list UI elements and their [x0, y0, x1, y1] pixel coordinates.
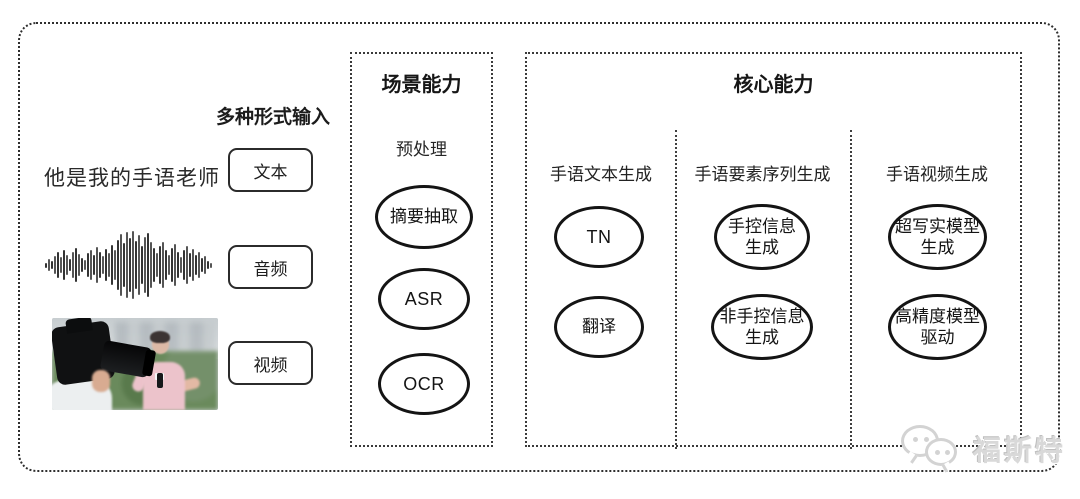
core-column-divider-2	[850, 130, 852, 449]
core-column-header-video-generation: 手语视频生成	[886, 165, 988, 184]
node-ocr: OCR	[378, 353, 470, 415]
node-hyperrealistic-model-generation: 超写实模型 生成	[888, 204, 987, 270]
node-non-manual-info-generation: 非手控信息 生成	[711, 294, 813, 360]
input-type-video-box: 视频	[228, 341, 313, 385]
wechat-eye	[945, 450, 950, 455]
scene-box-subtitle: 预处理	[396, 140, 447, 159]
wechat-icon	[901, 425, 965, 473]
input-type-audio-box: 音频	[228, 245, 313, 289]
core-column-header-element-sequence: 手语要素序列生成	[694, 165, 831, 184]
core-box-title: 核心能力	[733, 74, 814, 96]
core-column-divider-1	[675, 130, 677, 449]
watermark-label: 福斯特	[973, 435, 1067, 466]
wechat-eye	[924, 437, 929, 442]
audio-waveform-icon	[42, 231, 214, 299]
outer-frame	[18, 22, 1060, 472]
input-section-header: 多种形式输入	[216, 107, 331, 128]
input-type-text-box: 文本	[228, 148, 313, 192]
core-column-header-text-generation: 手语文本生成	[550, 165, 652, 184]
photo-microphone	[156, 373, 163, 388]
photo-cameraman-hand	[92, 370, 110, 392]
core-capability-box: 核心能力 手语文本生成 TN 翻译 手语要素序列生成 手控信息 生成 非手控信息…	[525, 52, 1022, 449]
wechat-eye	[913, 437, 918, 442]
node-manual-info-generation: 手控信息 生成	[714, 204, 810, 270]
node-summary-extraction: 摘要抽取	[375, 185, 473, 249]
wechat-bubble-tail	[941, 461, 953, 473]
node-high-precision-model-driving: 高精度模型 驱动	[888, 294, 987, 360]
scene-capability-box: 场景能力 预处理 摘要抽取 ASR OCR	[350, 52, 493, 447]
input-text-example: 他是我的手语老师	[44, 167, 220, 190]
wechat-eye	[935, 450, 940, 455]
photo-presenter-hair	[149, 330, 170, 343]
scene-box-title: 场景能力	[381, 74, 462, 96]
video-thumbnail-image	[52, 318, 218, 410]
watermark: 福斯特	[901, 425, 1066, 473]
node-asr: ASR	[378, 268, 470, 330]
node-tn: TN	[554, 206, 644, 268]
node-translation: 翻译	[554, 296, 644, 358]
wechat-bubble-small	[925, 438, 957, 466]
